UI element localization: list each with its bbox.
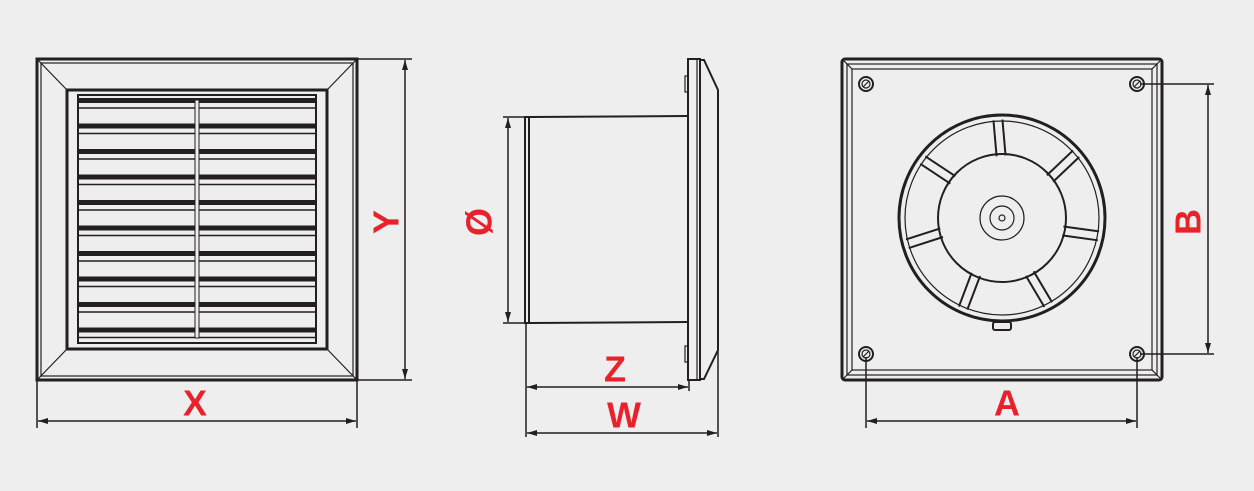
side-front-cover — [700, 59, 719, 380]
dimension-x-label: X — [183, 383, 207, 424]
motor-hub — [937, 153, 1067, 283]
side-flange — [687, 58, 701, 381]
side-view — [524, 58, 719, 381]
fan-blade — [1025, 270, 1053, 308]
duct-spigot-rim — [524, 116, 530, 324]
dimension-y-label: Y — [366, 210, 407, 234]
dimension-a-label: A — [994, 383, 1020, 424]
cable-entry — [992, 321, 1012, 331]
front-grille-view — [35, 57, 359, 382]
dimension-w-label: W — [607, 395, 641, 436]
fan-blades — [905, 119, 1100, 311]
fan-duct-ring — [897, 113, 1107, 323]
fan-blade — [1062, 225, 1100, 242]
dimension-z-label: Z — [604, 349, 626, 390]
screw-icon — [858, 76, 874, 92]
fan-blade — [1046, 149, 1080, 183]
fan-blade — [919, 155, 956, 185]
back-plate-outer — [840, 57, 1164, 382]
fan-blade — [992, 119, 1007, 157]
grille-inner-frame — [65, 88, 329, 351]
fan-blade — [957, 272, 982, 311]
dimension-diameter-label: Ø — [459, 208, 500, 236]
back-view — [840, 57, 1164, 382]
dimension-b-label: B — [1168, 209, 1209, 235]
grille-outer-frame — [35, 57, 359, 382]
fan-blade — [905, 227, 944, 250]
